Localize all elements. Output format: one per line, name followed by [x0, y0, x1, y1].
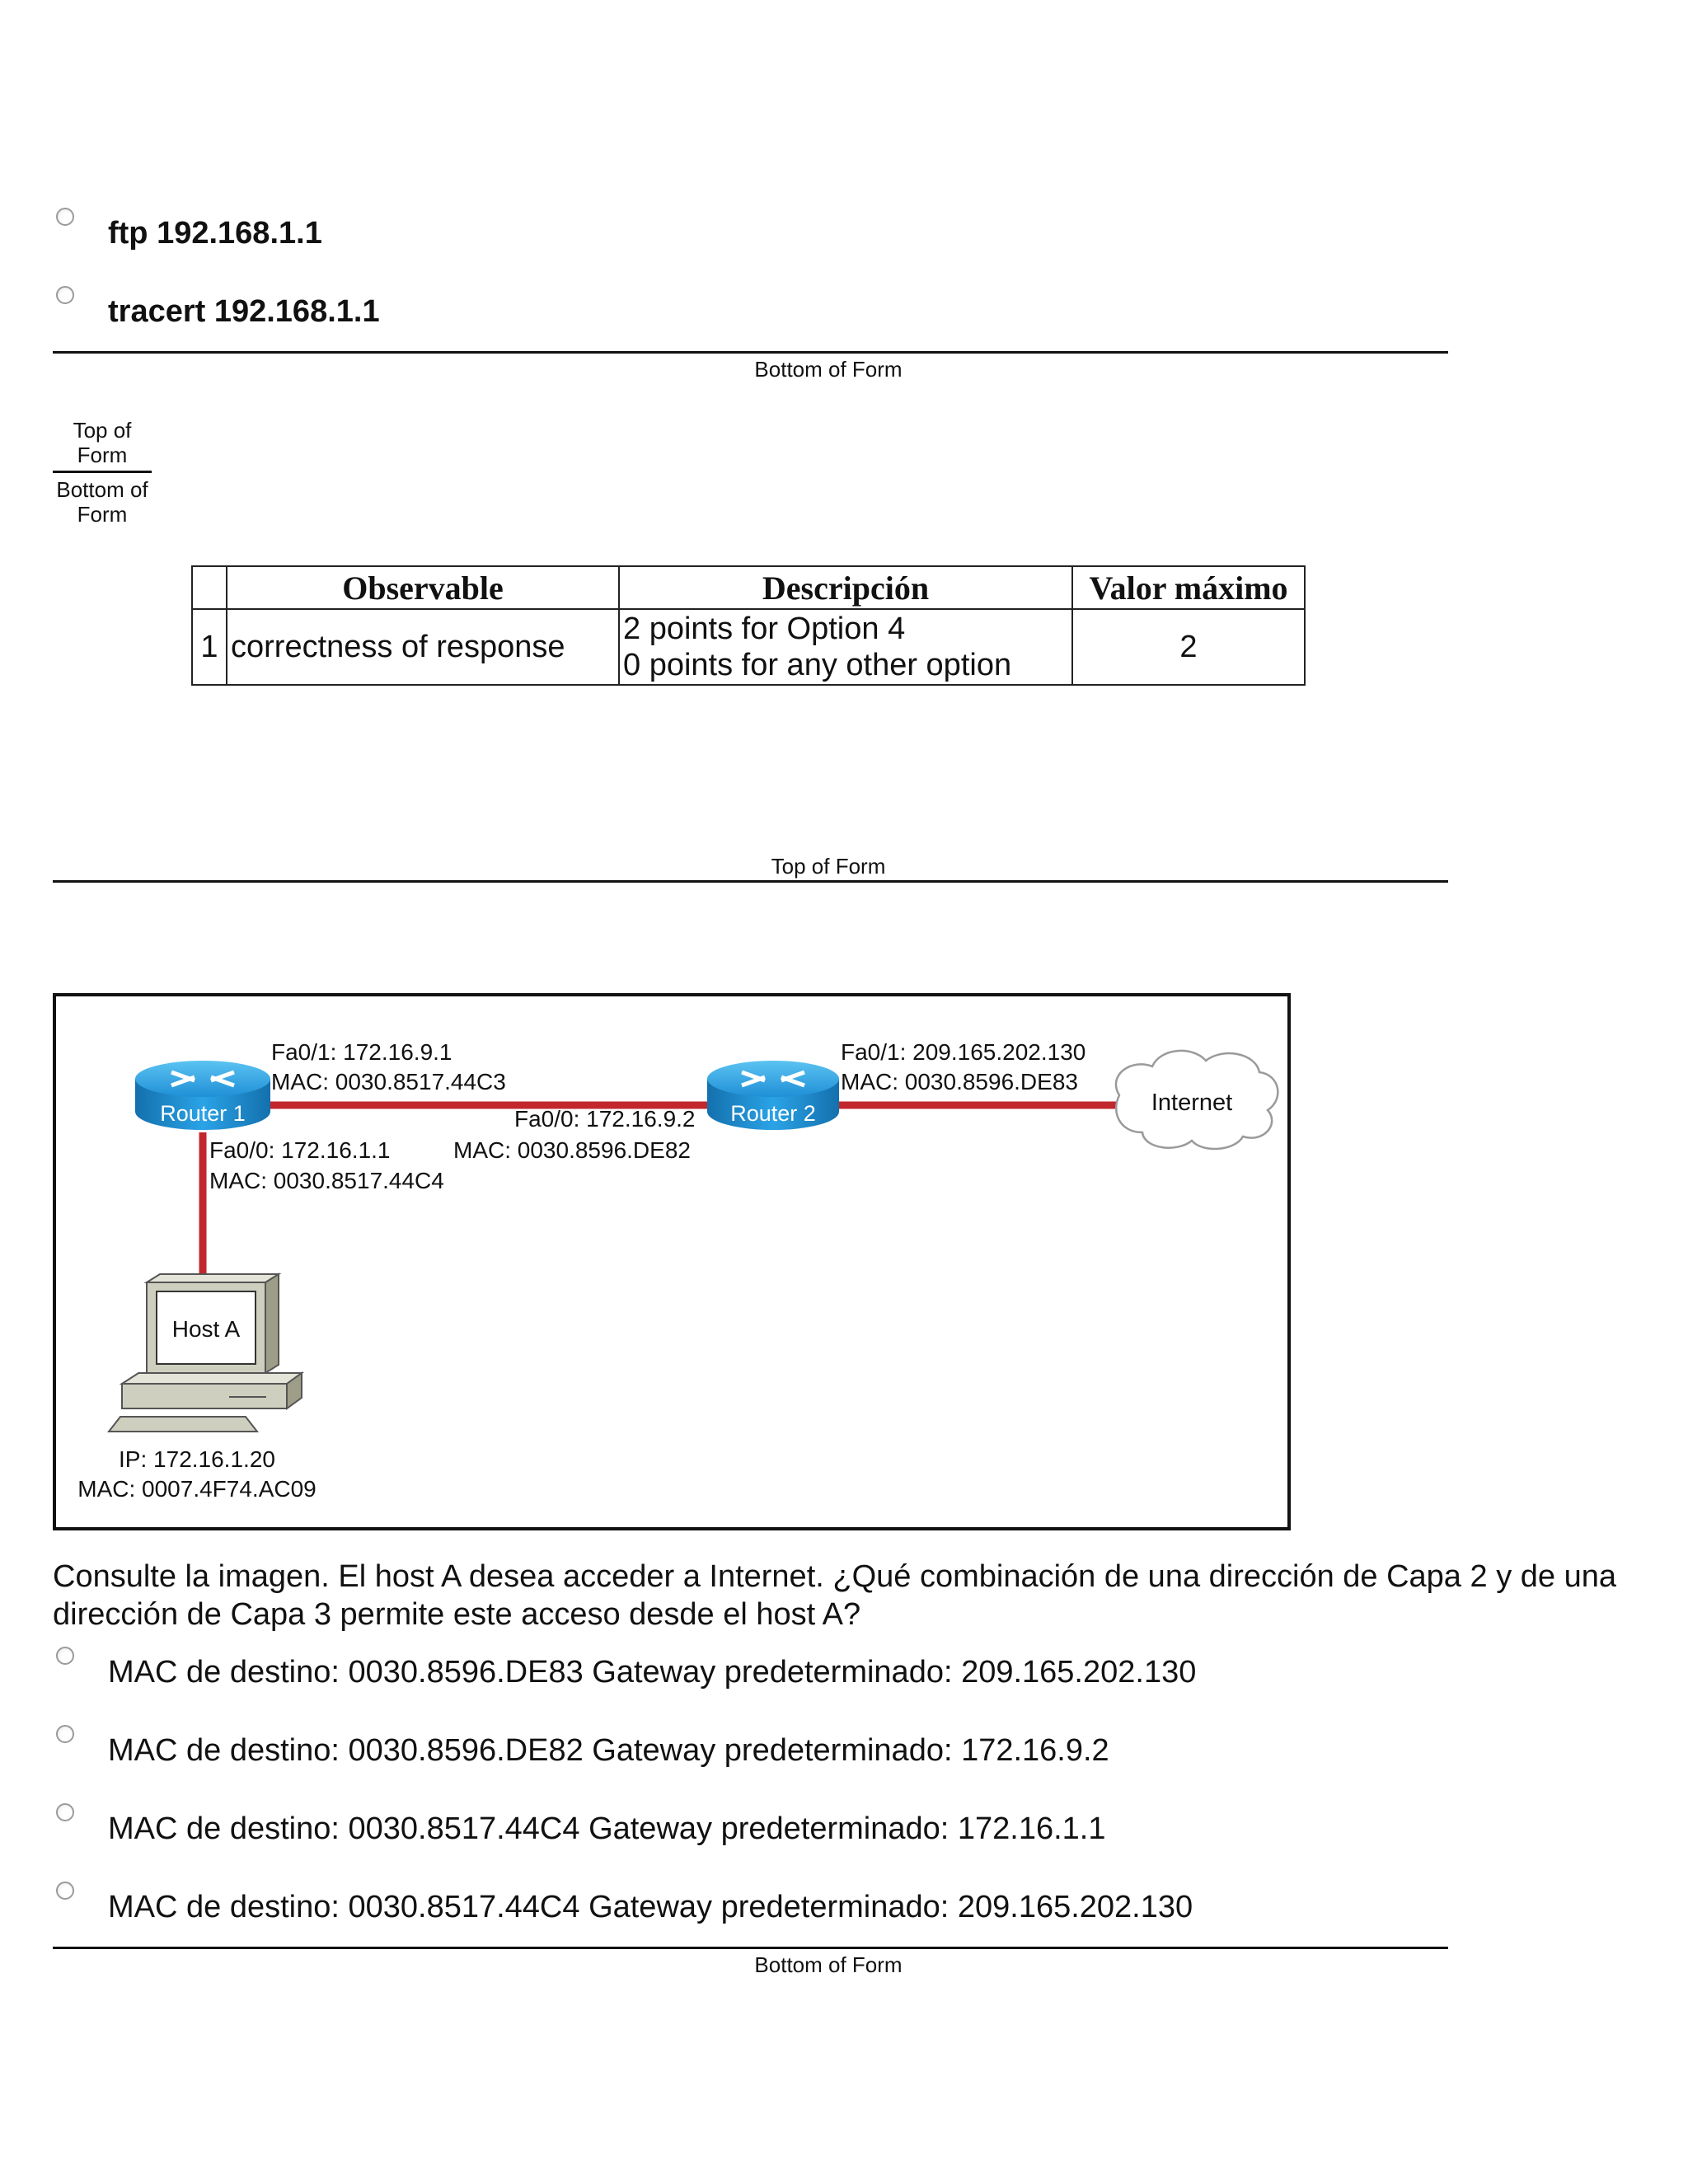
- host-a-computer-icon: Host A: [109, 1274, 302, 1432]
- router-2-fa00-ip: Fa0/0: 172.16.9.2: [514, 1106, 696, 1132]
- rubric-row-num: 1: [192, 609, 227, 685]
- rubric-header-description: Descripción: [619, 566, 1072, 609]
- bottom-of-form-label: Bottom of Form: [746, 357, 911, 382]
- router-1-label: Router 1: [160, 1101, 246, 1126]
- rubric-row-max: 2: [1072, 609, 1305, 685]
- router-1-fa00-mac: MAC: 0030.8517.44C4: [209, 1168, 444, 1193]
- rubric-row-observable: correctness of response: [227, 609, 619, 685]
- form-divider-3: [53, 1947, 1448, 1949]
- answer-label-4: MAC de destino: 0030.8517.44C4 Gateway p…: [108, 1890, 1193, 1925]
- host-a-ip: IP: 172.16.1.20: [119, 1446, 275, 1472]
- host-a-mac: MAC: 0007.4F74.AC09: [77, 1476, 316, 1502]
- answer-radio-3[interactable]: [56, 1803, 74, 1821]
- top-of-form-label: Top of Form: [746, 854, 911, 879]
- rubric-header-num: [192, 566, 227, 609]
- router-2-label: Router 2: [730, 1101, 816, 1126]
- rubric-header-row: Observable Descripción Valor máximo: [192, 566, 1305, 609]
- answer-label-2: MAC de destino: 0030.8596.DE82 Gateway p…: [108, 1733, 1109, 1769]
- host-a-label: Host A: [172, 1316, 241, 1342]
- router-2-icon: Router 2: [707, 1061, 839, 1130]
- network-diagram: Router 1 Router 2 Internet Host A: [53, 993, 1291, 1530]
- small-bottom-of-form-label: Bottom of Form: [49, 477, 155, 527]
- option-radio-tracert[interactable]: [56, 286, 74, 304]
- option-label-ftp: ftp 192.168.1.1: [108, 216, 322, 251]
- rubric-row: 1 correctness of response 2 points for O…: [192, 609, 1305, 685]
- router-2-fa01-ip: Fa0/1: 209.165.202.130: [841, 1039, 1085, 1065]
- option-label-tracert: tracert 192.168.1.1: [108, 294, 380, 330]
- answer-radio-4[interactable]: [56, 1882, 74, 1900]
- answer-radio-2[interactable]: [56, 1725, 74, 1743]
- router-2-fa01-mac: MAC: 0030.8596.DE83: [841, 1069, 1078, 1094]
- rubric-row-description: 2 points for Option 4 0 points for any o…: [619, 609, 1072, 685]
- form-divider: [53, 351, 1448, 354]
- internet-cloud-icon: Internet: [1116, 1051, 1278, 1149]
- question-text: Consulte la imagen. El host A desea acce…: [53, 1558, 1652, 1633]
- rubric-description-line-1: 2 points for Option 4: [623, 611, 1068, 647]
- router-1-fa00-ip: Fa0/0: 172.16.1.1: [209, 1137, 391, 1163]
- small-top-of-form-label: Top of Form: [53, 418, 152, 467]
- answer-label-3: MAC de destino: 0030.8517.44C4 Gateway p…: [108, 1811, 1105, 1847]
- router-1-fa01-mac: MAC: 0030.8517.44C3: [271, 1069, 506, 1094]
- option-radio-ftp[interactable]: [56, 208, 74, 226]
- router-1-icon: Router 1: [135, 1061, 270, 1130]
- rubric-description-line-2: 0 points for any other option: [623, 647, 1068, 683]
- answer-label-1: MAC de destino: 0030.8596.DE83 Gateway p…: [108, 1655, 1196, 1690]
- answer-radio-1[interactable]: [56, 1647, 74, 1665]
- bottom-of-form-label-2: Bottom of Form: [746, 1952, 911, 1978]
- internet-label: Internet: [1151, 1090, 1232, 1116]
- network-diagram-svg: Router 1 Router 2 Internet Host A: [56, 996, 1287, 1527]
- form-divider-2: [53, 880, 1448, 883]
- rubric-table: Observable Descripción Valor máximo 1 co…: [191, 565, 1306, 686]
- small-form-divider: [53, 471, 152, 473]
- rubric-header-max: Valor máximo: [1072, 566, 1305, 609]
- router-2-fa00-mac: MAC: 0030.8596.DE82: [453, 1137, 691, 1163]
- router-1-fa01-ip: Fa0/1: 172.16.9.1: [271, 1039, 452, 1065]
- rubric-header-observable: Observable: [227, 566, 619, 609]
